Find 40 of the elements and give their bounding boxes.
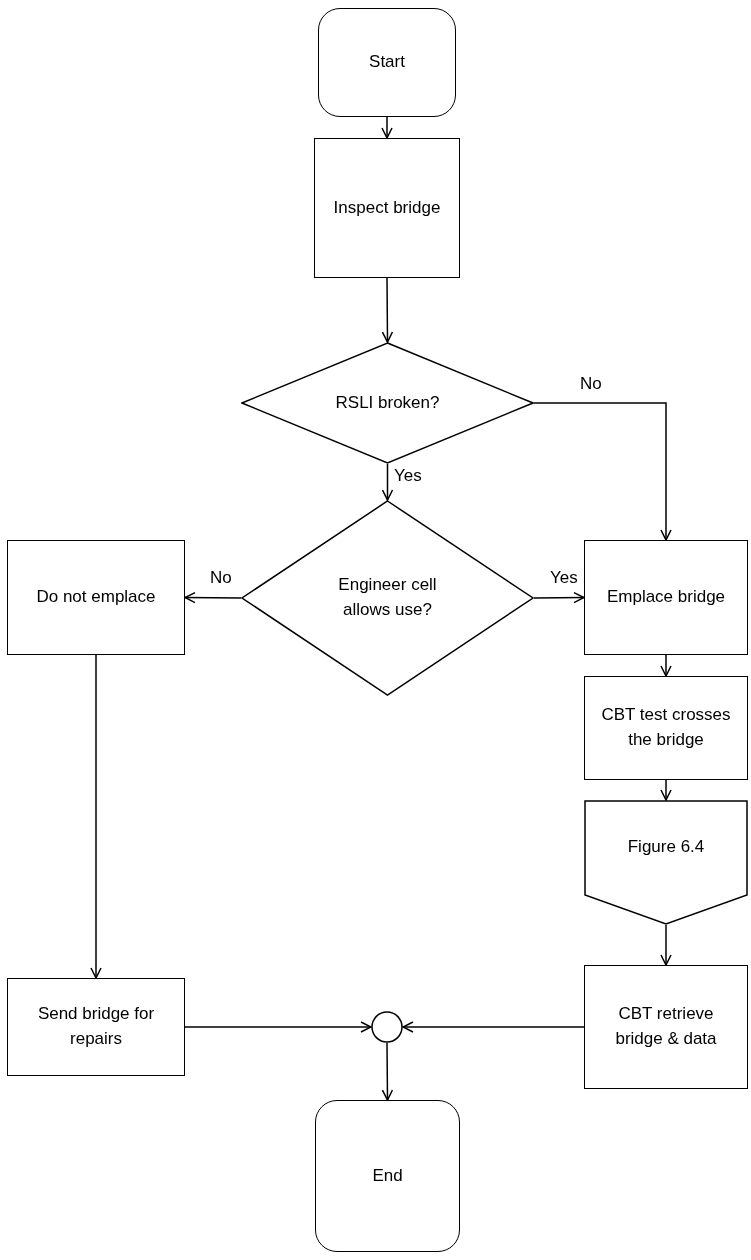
arrow: [533, 402, 672, 541]
node-label: CBT test crosses the bridge: [600, 704, 732, 751]
node-label: CBT retrieve bridge & data: [614, 1003, 718, 1050]
arrow: [660, 779, 672, 801]
decision-diamond: [241, 500, 534, 696]
decision-diamond: [241, 342, 534, 464]
edge-label: No: [578, 375, 604, 392]
node-label: Do not emplace: [36, 586, 156, 609]
arrow: [660, 924, 672, 966]
process-box: [584, 540, 748, 655]
process-box: [584, 965, 748, 1089]
end-terminal: [315, 1100, 460, 1252]
arrow: [402, 1021, 585, 1033]
node-label: End: [372, 1164, 403, 1187]
arrow: [184, 1021, 372, 1033]
edge-label: Yes: [392, 467, 424, 484]
arrow: [381, 277, 394, 343]
junction-circle: [371, 1011, 403, 1043]
node-label: Inspect bridge: [333, 196, 441, 219]
process-box: [7, 540, 185, 655]
start-terminal: [318, 8, 456, 117]
arrow: [90, 654, 102, 979]
off-page-connector: [584, 800, 748, 925]
process-box: [584, 676, 748, 780]
edge-label: No: [208, 569, 234, 586]
node-label: RSLI broken?: [335, 391, 440, 414]
arrow: [533, 591, 585, 604]
arrow: [184, 591, 242, 604]
node-label: Figure 6.4: [627, 836, 705, 859]
arrow: [660, 654, 672, 677]
edge-label: Yes: [548, 569, 580, 586]
node-label: Start: [369, 51, 405, 74]
process-box: [314, 138, 460, 278]
arrow: [381, 116, 393, 139]
arrow: [381, 1042, 394, 1101]
node-label: Send bridge for repairs: [36, 1003, 156, 1050]
process-box: [7, 978, 185, 1076]
node-label: Engineer cell allows use?: [337, 574, 438, 621]
node-label: Emplace bridge: [606, 586, 726, 609]
arrow: [381, 463, 394, 501]
